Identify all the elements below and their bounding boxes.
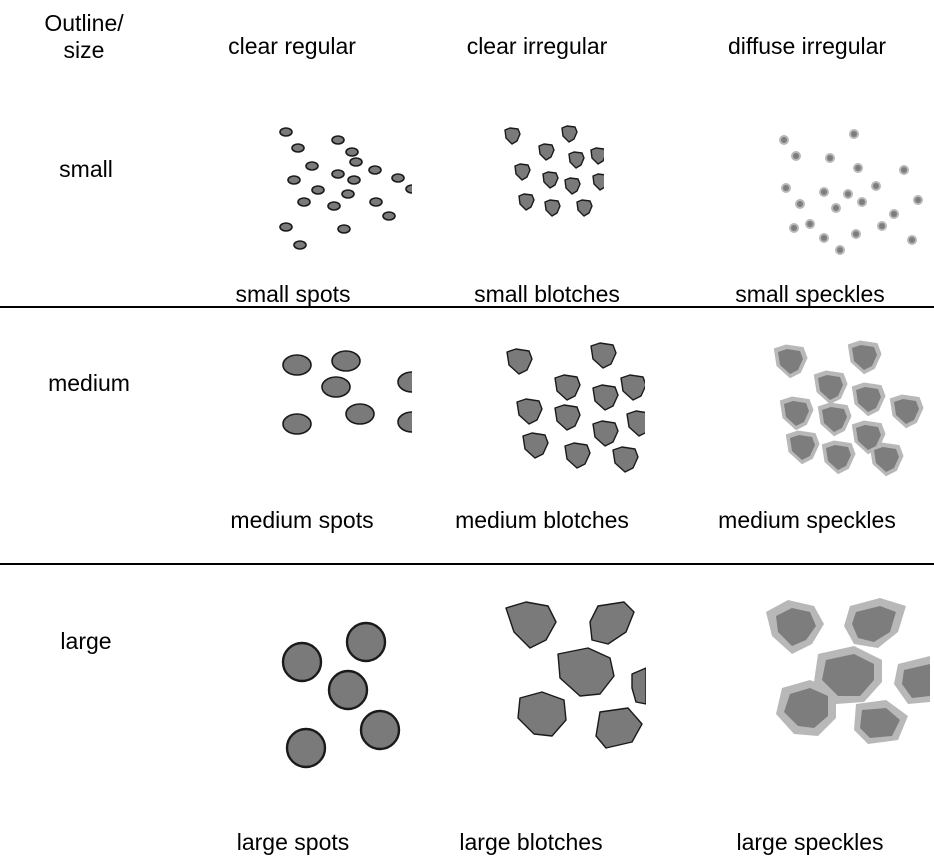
medium-blotches-pattern: [506, 342, 645, 473]
large-spots-pattern: [281, 621, 401, 769]
caption-large-blotches: large blotches: [459, 829, 603, 855]
row-label-large: large: [60, 628, 112, 654]
row-divider: [0, 563, 934, 565]
caption-medium-blotches: medium blotches: [455, 507, 629, 533]
medium-spots-pattern: [282, 350, 412, 435]
blotch-shapes: [504, 125, 604, 217]
large-speckles-pattern: [766, 598, 930, 744]
blotch-shapes: [505, 601, 646, 749]
column-header-diffuse-irregular: diffuse irregular: [727, 33, 887, 59]
row-label-small: small: [59, 156, 113, 182]
speckle-shapes: [779, 129, 923, 255]
small-speckles-pattern: [779, 129, 923, 255]
blotch-shapes: [506, 342, 645, 473]
outline-size-header: Outline/ size: [44, 10, 124, 63]
large-blotches-pattern: [505, 601, 646, 749]
caption-medium-speckles: medium speckles: [718, 507, 896, 533]
column-header-clear-regular: clear regular: [228, 33, 356, 59]
column-header-clear-irregular: clear irregular: [466, 33, 608, 59]
row-divider: [0, 306, 934, 308]
caption-large-speckles: large speckles: [736, 829, 884, 855]
caption-small-speckles: small speckles: [735, 281, 885, 307]
small-spots-pattern: [279, 127, 412, 250]
spot-shapes: [281, 621, 401, 769]
speckle-shapes: [766, 598, 930, 744]
small-blotches-pattern: [504, 125, 604, 217]
caption-small-spots: small spots: [235, 281, 351, 307]
medium-speckles-pattern: [773, 340, 924, 477]
spot-shapes: [279, 127, 412, 250]
caption-large-spots: large spots: [236, 829, 350, 855]
caption-medium-spots: medium spots: [230, 507, 374, 533]
caption-small-blotches: small blotches: [474, 281, 620, 307]
spot-shapes: [282, 350, 412, 435]
speckle-shapes: [773, 340, 924, 477]
row-label-medium: medium: [48, 370, 130, 396]
